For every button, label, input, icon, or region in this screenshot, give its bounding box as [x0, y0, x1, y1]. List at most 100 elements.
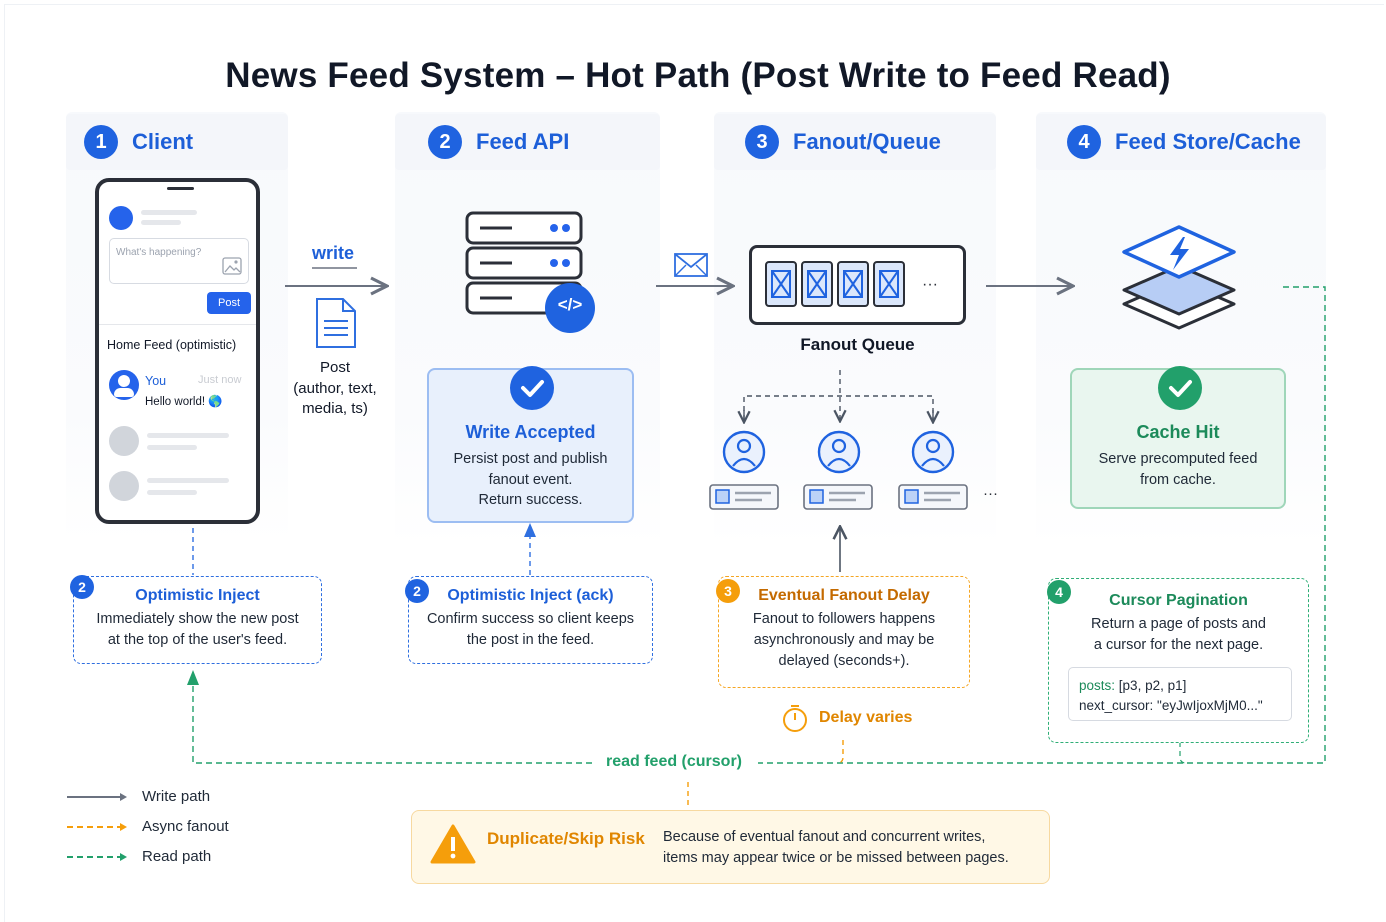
follower-avatar-icon: [898, 430, 968, 510]
followers-group: ···: [707, 430, 1007, 512]
step-badge: 2: [70, 575, 94, 599]
step-badge: 2: [428, 125, 462, 159]
queue-messages-icon: [765, 261, 905, 307]
payload-line: media, ts): [302, 400, 368, 417]
diagram-title: News Feed System – Hot Path (Post Write …: [225, 56, 1171, 95]
legend: Write path Async fanout Read path: [66, 788, 229, 865]
server-icon: [465, 211, 595, 333]
followers-ellipsis: ···: [983, 485, 998, 502]
duplicate-skip-risk-box: Duplicate/Skip Risk Because of eventual …: [411, 810, 1050, 884]
check-icon: [1158, 366, 1202, 410]
queue-ellipsis: ···: [922, 276, 938, 293]
divider: [99, 324, 256, 325]
document-icon: [316, 298, 356, 348]
legend-item-write: Write path: [66, 788, 229, 805]
follower-avatar-icon: [709, 430, 779, 510]
placeholder-line: [141, 210, 197, 215]
compose-placeholder: What's happening?: [116, 247, 202, 258]
card-title: Cache Hit: [1136, 422, 1220, 442]
note-body: Confirm success so client keeps the post…: [426, 611, 635, 648]
payload-title: Post: [319, 359, 350, 376]
placeholder-line: [147, 445, 197, 450]
user-avatar-icon: [109, 206, 133, 230]
column-queue-bg: [714, 112, 996, 546]
posts-line: posts: [p3, p2, p1]: [1079, 678, 1187, 693]
placeholder-avatar-icon: [109, 426, 139, 456]
card-body: Serve precomputed feed from cache.: [1098, 451, 1258, 488]
risk-title: Duplicate/Skip Risk: [487, 829, 645, 848]
placeholder-avatar-icon: [109, 471, 139, 501]
read-feed-label: read feed (cursor): [595, 753, 753, 771]
column-label: Client: [132, 129, 194, 154]
column-label: Feed Store/Cache: [1115, 129, 1301, 154]
post-button[interactable]: Post: [207, 292, 251, 314]
cursor-line: next_cursor: "eyJwIjoxMjM0...": [1079, 698, 1263, 713]
note-body: Fanout to followers happens asynchronous…: [752, 611, 936, 669]
note-title: Cursor Pagination: [1109, 592, 1248, 609]
diagram-canvas: [4, 4, 1384, 922]
feed-item-user: You: [145, 374, 167, 388]
read-path-line-left: [192, 680, 592, 764]
step-badge: 3: [745, 125, 779, 159]
placeholder-line: [147, 490, 197, 495]
phone-speaker: [167, 187, 194, 190]
user-avatar-icon: [109, 370, 139, 400]
step-badge: 4: [1067, 125, 1101, 159]
check-icon: [510, 366, 554, 410]
feed-item-text: Hello world! 🌎: [145, 396, 223, 408]
ack-note: 2 Optimistic Inject (ack) Confirm succes…: [405, 576, 653, 664]
compose-input[interactable]: What's happening?: [109, 238, 249, 284]
write-accepted-card: Write Accepted Persist post and publish …: [427, 366, 634, 523]
column-header-api: 2 Feed API: [395, 114, 660, 170]
note-title: Optimistic Inject (ack): [447, 587, 614, 604]
step-badge: 1: [84, 125, 118, 159]
step-badge: 2: [405, 579, 429, 603]
placeholder-line: [147, 478, 229, 483]
delay-label: Delay varies: [819, 709, 913, 726]
column-header-queue: 3 Fanout/Queue: [714, 114, 996, 170]
cursor-pagination-note: 4 Cursor Pagination Return a page of pos…: [1047, 578, 1309, 743]
eventual-fanout-note: 3 Eventual Fanout Delay Fanout to follow…: [716, 576, 970, 688]
risk-body: Because of eventual fanout and concurren…: [663, 829, 1009, 866]
timer-icon: [783, 705, 807, 732]
card-body: Persist post and publish fanout event. R…: [453, 451, 608, 508]
home-feed-label: Home Feed (optimistic): [107, 338, 237, 352]
follower-avatar-icon: [803, 430, 873, 510]
note-body: Immediately show the new post at the top…: [96, 611, 299, 648]
placeholder-line: [141, 220, 181, 225]
step-badge: 3: [716, 579, 740, 603]
optimistic-inject-note: 2 Optimistic Inject Immediately show the…: [70, 575, 322, 664]
column-header-cache: 4 Feed Store/Cache: [1036, 114, 1326, 170]
fanout-queue-box: ···: [749, 245, 966, 325]
fanout-branch-sides: [743, 395, 934, 420]
note-title: Optimistic Inject: [135, 587, 260, 604]
legend-item-async: Async fanout: [66, 818, 229, 835]
queue-label: Fanout Queue: [800, 335, 915, 354]
cache-hit-card: Cache Hit Serve precomputed feed from ca…: [1070, 366, 1286, 509]
write-label: write: [312, 243, 355, 263]
warning-icon: [430, 824, 476, 864]
delay-link: [836, 740, 844, 764]
legend-item-read: Read path: [66, 848, 229, 865]
phone-mockup: What's happening? Post Home Feed (optimi…: [95, 178, 260, 524]
cursor-response-box: posts: [p3, p2, p1] next_cursor: "eyJwIj…: [1068, 667, 1292, 721]
cache-layers-icon: [1122, 225, 1236, 330]
payload-label: Post (author, text, media, ts): [285, 358, 385, 420]
message-envelope-icon: [674, 253, 708, 277]
payload-line: (author, text,: [293, 379, 377, 397]
read-path-line: [758, 286, 1326, 764]
step-badge: 4: [1047, 580, 1071, 604]
placeholder-line: [147, 433, 229, 438]
feed-item-time: Just now: [198, 374, 242, 386]
follower-feeds: [709, 430, 968, 510]
card-title: Write Accepted: [465, 422, 596, 442]
note-body: Return a page of posts and a cursor for …: [1091, 616, 1266, 653]
delay-varies: Delay varies: [781, 703, 912, 733]
column-label: Feed API: [476, 129, 570, 154]
image-attach-icon[interactable]: [222, 257, 242, 275]
column-label: Fanout/Queue: [793, 129, 941, 154]
column-header-client: 1 Client: [66, 114, 288, 170]
note-title: Eventual Fanout Delay: [758, 587, 930, 604]
code-icon: </>: [557, 295, 583, 314]
